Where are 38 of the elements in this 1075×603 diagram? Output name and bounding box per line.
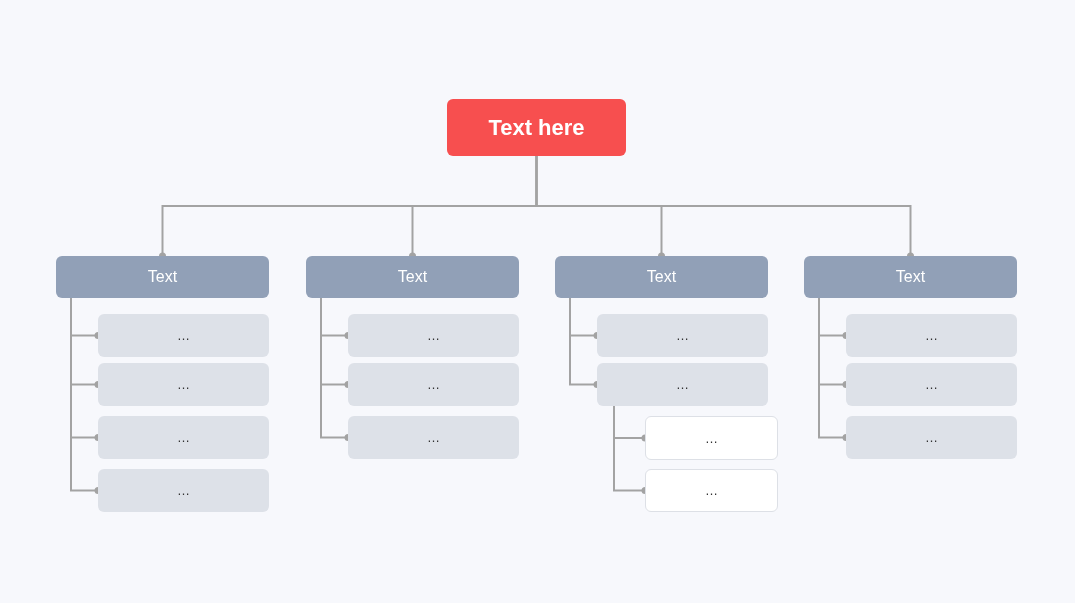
item-box: [846, 363, 1017, 406]
item-box: [846, 416, 1017, 459]
node-label: …: [705, 430, 718, 446]
node-label: Text: [147, 268, 178, 286]
node-label: Text: [646, 268, 677, 286]
item-box: [597, 363, 768, 406]
item-box: [348, 314, 519, 357]
node-label: …: [177, 430, 190, 445]
sub-item-box: [645, 416, 778, 460]
root-box: [447, 99, 626, 156]
node-label: Text: [895, 268, 926, 286]
node-label: …: [177, 328, 190, 343]
node-label: …: [925, 377, 938, 392]
category-box: [555, 256, 768, 298]
item-box: [98, 416, 269, 459]
category-box: [306, 256, 519, 298]
node-label: …: [427, 328, 440, 343]
node-label: Text: [397, 268, 428, 286]
item-box: [98, 469, 269, 512]
item-box: [98, 363, 269, 406]
category-box: [56, 256, 269, 298]
node-label: …: [925, 328, 938, 343]
item-box: [348, 416, 519, 459]
node-label: Text here: [488, 114, 585, 141]
item-box: [846, 314, 1017, 357]
sub-item-box: [645, 469, 778, 512]
node-label: …: [705, 483, 718, 498]
node-label: …: [925, 430, 938, 445]
item-box: [98, 314, 269, 357]
node-label: …: [177, 483, 190, 498]
node-label: …: [676, 328, 689, 343]
item-box: [348, 363, 519, 406]
node-label: …: [427, 377, 440, 392]
item-box: [597, 314, 768, 357]
node-label: …: [676, 377, 689, 392]
node-label: …: [427, 430, 440, 445]
category-box: [804, 256, 1017, 298]
node-label: …: [177, 377, 190, 392]
